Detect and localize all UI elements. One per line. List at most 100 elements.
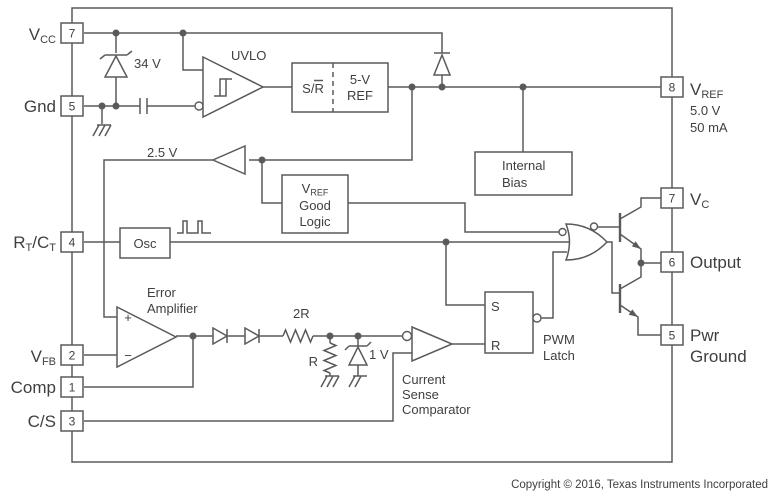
error-amplifier: + − Error Amplifier — [116, 285, 198, 369]
pin-cs: 3 C/S — [28, 410, 84, 432]
uvlo-label: UVLO — [231, 48, 266, 63]
pin-rtct: 4 RT/CT — [13, 231, 84, 254]
osc-label: Osc — [133, 236, 157, 251]
vref-current: 50 mA — [690, 120, 728, 135]
pwm-latch-line1: PWM — [543, 332, 575, 347]
top-emitter-arrow — [631, 241, 641, 249]
resistor-2r-label: 2R — [293, 306, 310, 321]
ground-symbol — [348, 375, 367, 388]
vref-good-logic-block: VREF Good Logic — [281, 174, 349, 234]
pin-number: 6 — [669, 256, 676, 270]
copyright-text: Copyright © 2016, Texas Instruments Inco… — [511, 479, 768, 491]
ground-symbol — [320, 375, 340, 388]
pin-label-base: R — [13, 233, 25, 252]
comp-pin-wire — [84, 336, 194, 388]
diode-vcc-vref — [432, 52, 452, 76]
plus-sign: + — [124, 310, 132, 325]
pin-label-base: V — [29, 25, 41, 44]
ref5v-label-line1: 5-V — [350, 72, 371, 87]
error-amp-line1: Error — [147, 285, 177, 300]
inverter-bubble — [194, 101, 204, 111]
top-collector-wire — [619, 197, 661, 220]
gate-to-bottom-base — [607, 241, 620, 294]
oscillator-block: Osc — [119, 220, 211, 259]
ref5v-label-line2: REF — [347, 88, 373, 103]
resistor-r: R — [309, 342, 338, 374]
cs-comp-line3: Comparator — [402, 402, 471, 417]
pin-number: 1 — [69, 381, 76, 395]
pin-comp: 1 Comp — [11, 376, 84, 398]
resistor-r-label: R — [309, 354, 318, 369]
vcc-rail-wire — [84, 32, 443, 53]
inverted-output-bubble — [532, 313, 542, 323]
pin-vcc: 7 VCC — [29, 22, 84, 46]
vref-good-line2: Good — [299, 198, 331, 213]
uvlo-input-wire — [182, 33, 203, 71]
pin-label: VC — [690, 190, 709, 211]
pin-label-sub: REF — [701, 89, 723, 101]
zener-1v: 1 V — [344, 341, 389, 366]
pin-gnd: 5 Gnd — [24, 95, 84, 117]
capacitor-symbol — [139, 98, 148, 114]
vref-good-line1: VREF — [302, 181, 329, 198]
pin-number: 5 — [69, 100, 76, 114]
pin-label: VFB — [31, 347, 56, 368]
internal-bias-line2: Bias — [502, 175, 528, 190]
pin-label: Gnd — [24, 97, 56, 116]
pin-label-base: V — [31, 347, 43, 366]
pwm-latch-line2: Latch — [543, 348, 575, 363]
ground-symbols — [92, 124, 367, 388]
pin-number: 3 — [69, 415, 76, 429]
ref25-wire — [103, 159, 213, 318]
cs-comp-line1: Current — [402, 372, 446, 387]
pin-label-line1: Pwr — [690, 326, 720, 345]
sr-5vref-block: S/R 5-V REF — [291, 62, 389, 113]
latch-s-wire — [445, 242, 485, 306]
ref-buffer: 2.5 V — [147, 144, 246, 176]
pin-label-sub: T — [26, 242, 33, 254]
junction-dots — [98, 29, 645, 340]
internal-bias-line1: Internal — [502, 158, 545, 173]
hysteresis-icon — [214, 78, 232, 97]
pin-label: Output — [690, 253, 741, 272]
vref-voltage: 5.0 V — [690, 103, 721, 118]
buffer-to-goodlogic-wire — [261, 160, 282, 204]
pin-number: 4 — [69, 236, 76, 250]
pin-number: 2 — [69, 349, 76, 363]
bottom-emitter-arrow — [628, 309, 638, 317]
output-nor-gate — [558, 222, 609, 261]
gate-input-bubble — [558, 227, 567, 237]
zener-34v-label: 34 V — [134, 56, 161, 71]
pin-label-sub: C — [701, 199, 709, 211]
wires — [84, 32, 661, 422]
sr-label: S/R — [302, 81, 324, 96]
zener-1v-label: 1 V — [369, 347, 389, 362]
pin-vfb: 2 VFB — [31, 344, 84, 368]
uvlo-comparator: UVLO — [194, 48, 266, 119]
pin-label-base: /C — [32, 233, 49, 252]
vref-text: V — [302, 181, 311, 196]
pin-label: VREF — [690, 80, 724, 101]
vref-sub: REF — [310, 188, 329, 198]
pin-label: C/S — [28, 412, 56, 431]
internal-bias-block: Internal Bias — [474, 151, 573, 196]
inverter-bubble — [401, 330, 413, 342]
pin-number: 7 — [69, 27, 76, 41]
pin-pwr-ground: 5 Pwr Ground — [660, 324, 747, 366]
pin-vref: 8 VREF 5.0 V 50 mA — [660, 76, 728, 135]
pwm-latch-block: S R PWM Latch — [484, 291, 575, 363]
pin-label-line2: Ground — [690, 347, 747, 366]
pin-label-base: V — [690, 190, 702, 209]
latch-r-label: R — [491, 338, 500, 353]
bottom-emitter-wire — [619, 304, 661, 336]
pin-number: 7 — [669, 192, 676, 206]
pin-label-sub: CC — [40, 34, 56, 46]
ground-symbol — [92, 124, 112, 137]
vref-good-line3: Logic — [299, 214, 331, 229]
latch-s-label: S — [491, 299, 500, 314]
pin-number: 8 — [669, 81, 676, 95]
goodlogic-out-wire — [348, 202, 559, 233]
clock-waveform-icon — [177, 220, 211, 234]
